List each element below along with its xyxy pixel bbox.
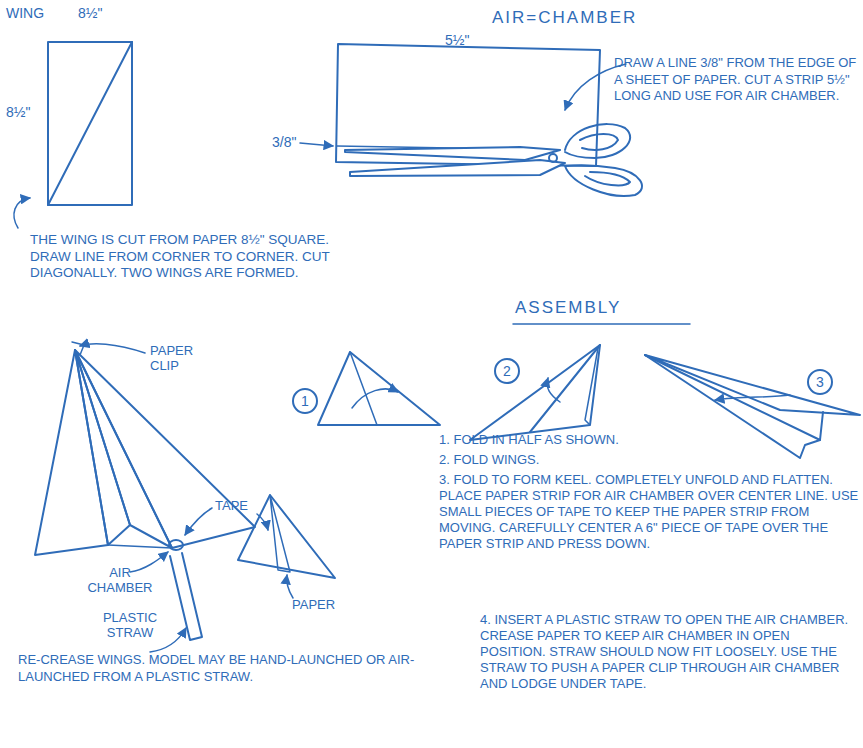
launch-note: RE-CREASE WINGS. MODEL MAY BE HAND-LAUNC… bbox=[18, 652, 448, 685]
fold-step-2 bbox=[470, 345, 600, 440]
assembly-step: 1. FOLD IN HALF AS SHOWN. bbox=[439, 432, 859, 448]
scissors bbox=[345, 124, 642, 196]
callout-number: 1 bbox=[301, 393, 309, 409]
callout-circle: 1 bbox=[292, 388, 318, 414]
wing-title: WING bbox=[6, 5, 44, 21]
paper-triangle bbox=[238, 495, 335, 598]
paper-plane bbox=[35, 342, 268, 572]
part-label: AIR CHAMBER bbox=[84, 565, 156, 595]
plastic-straw bbox=[150, 553, 202, 652]
dimension: 8½" bbox=[78, 5, 102, 21]
instruction-note: DRAW A LINE 3/8" FROM THE EDGE OF A SHEE… bbox=[614, 55, 859, 105]
callout-circle: 2 bbox=[494, 358, 520, 384]
part-label: PAPER bbox=[292, 597, 335, 612]
callout-circle: 3 bbox=[807, 369, 833, 395]
section-title: ASSEMBLY bbox=[515, 298, 621, 318]
wing-square bbox=[14, 42, 132, 228]
part-label: PAPER CLIP bbox=[150, 343, 210, 373]
dimension: 8½" bbox=[6, 104, 30, 120]
underline bbox=[513, 323, 690, 325]
part-label: PLASTIC STRAW bbox=[100, 610, 160, 640]
fold-step-1 bbox=[318, 352, 440, 425]
fold-step-3 bbox=[645, 355, 860, 458]
air-chamber-paper bbox=[300, 44, 626, 166]
dimension: 5½" bbox=[445, 32, 469, 48]
section-title: AIR=CHAMBER bbox=[492, 8, 637, 28]
assembly-step: 2. FOLD WINGS. bbox=[439, 452, 859, 468]
instruction-note: THE WING IS CUT FROM PAPER 8½" SQUARE. D… bbox=[30, 232, 365, 282]
callout-number: 2 bbox=[503, 363, 511, 379]
part-label: TAPE bbox=[215, 498, 248, 513]
callout-number: 3 bbox=[816, 374, 824, 390]
assembly-step: 3. FOLD TO FORM KEEL. COMPLETELY UNFOLD … bbox=[439, 472, 859, 552]
assembly-step: 4. INSERT A PLASTIC STRAW TO OPEN THE AI… bbox=[480, 612, 858, 692]
dimension: 3/8" bbox=[272, 134, 296, 150]
